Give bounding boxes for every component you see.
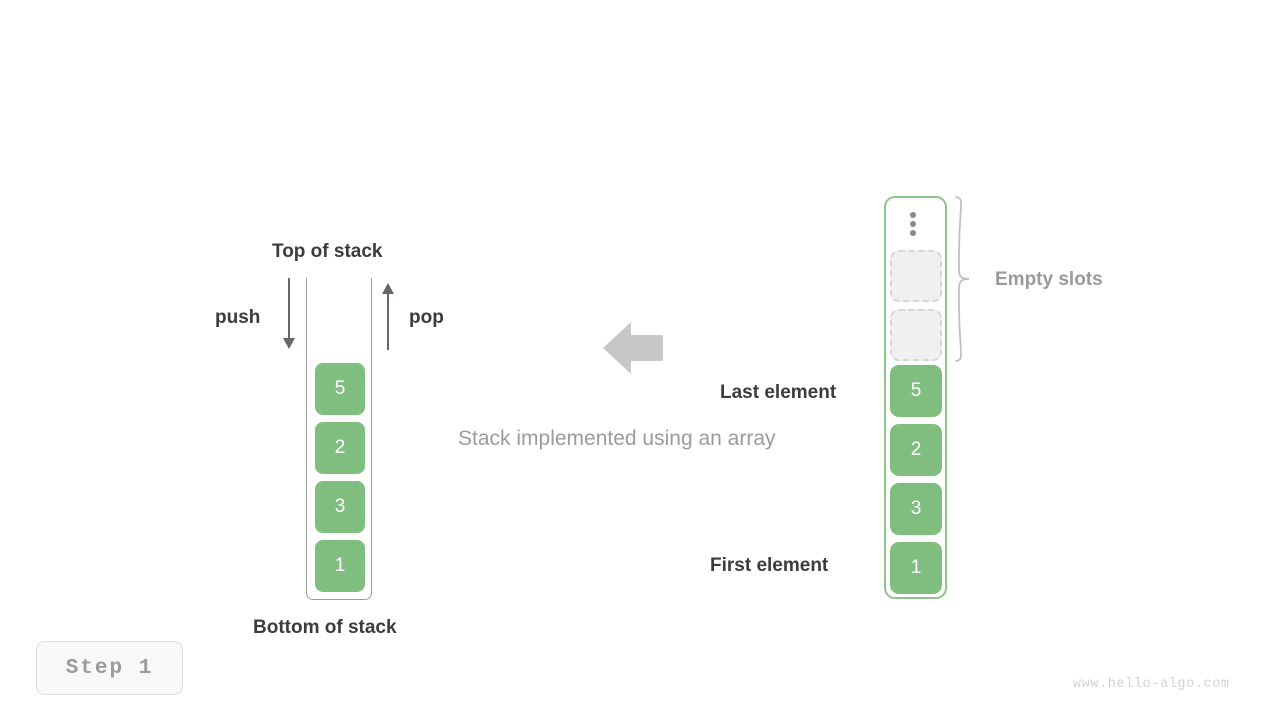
push-arrow-head [283,338,296,349]
pop-arrow-head [382,283,395,294]
last-element-label: Last element [720,382,837,403]
array-slot: 3 [890,483,942,535]
bottom-of-stack-label: Bottom of stack [253,617,397,638]
stack-cell: 1 [315,540,365,592]
array-slot: 2 [890,424,942,476]
stack-cell: 2 [315,422,365,474]
watermark: www.hello-algo.com [1073,677,1230,692]
first-element-label: First element [710,555,829,576]
pop-arrow-shaft [387,294,390,350]
top-of-stack-label: Top of stack [272,241,383,262]
stack-cell: 5 [315,363,365,415]
pop-label: pop [409,307,444,328]
vertical-ellipsis-icon [908,212,920,238]
push-arrow-shaft [288,278,291,340]
array-slot-empty [890,250,942,302]
empty-slots-brace [955,196,970,362]
empty-slots-label: Empty slots [995,269,1103,290]
array-slot-empty [890,309,942,361]
array-slot: 1 [890,542,942,594]
array-slot: 5 [890,365,942,417]
push-label: push [215,307,261,328]
diagram-caption: Stack implemented using an array [458,427,776,450]
step-badge: Step 1 [36,641,183,695]
stack-cell: 3 [315,481,365,533]
array-container: 5 2 3 1 [884,196,947,599]
stack-container: 5 2 3 1 [306,278,372,600]
transform-left-arrow-icon [603,322,663,374]
